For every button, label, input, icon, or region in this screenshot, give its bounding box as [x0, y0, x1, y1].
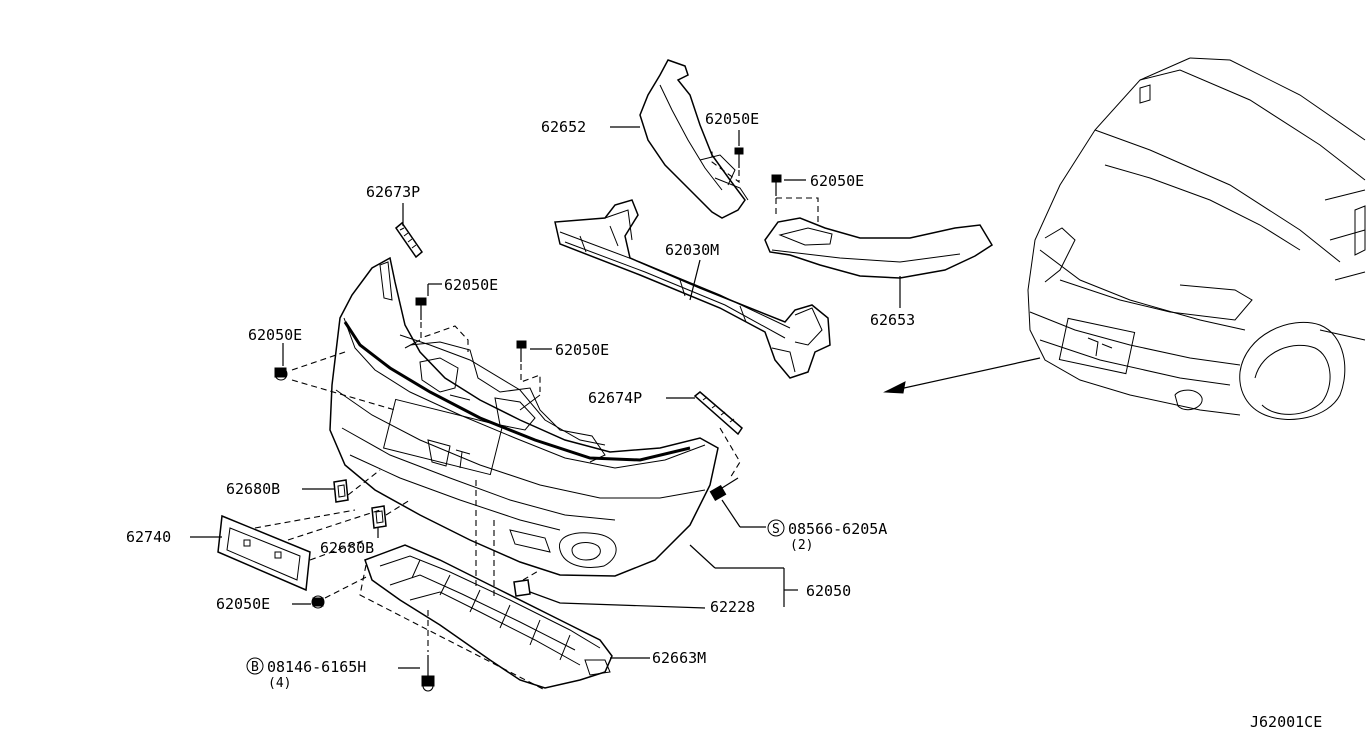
- label-62050E-c: 62050E: [444, 276, 498, 294]
- label-62050E-a: 62050E: [705, 110, 759, 128]
- label-62050: 62050: [806, 582, 851, 600]
- label-62680B-b: 62680B: [320, 539, 374, 557]
- diagram-code: J62001CE: [1250, 713, 1322, 731]
- bolt-08146-6165H: [421, 655, 435, 692]
- label-08566-6205A: 08566-6205A: [788, 520, 887, 538]
- label-62050E-d: 62050E: [555, 341, 609, 359]
- label-08146-qty: (4): [268, 676, 291, 691]
- view-arrow: [883, 357, 1041, 394]
- label-08566-qty: (2): [790, 538, 813, 553]
- clip-62050E-c: [415, 297, 427, 320]
- label-62050E-b: 62050E: [810, 172, 864, 190]
- label-62663M: 62663M: [652, 649, 706, 667]
- clip-62050E-e: [274, 367, 288, 381]
- label-62050E-f: 62050E: [216, 595, 270, 613]
- label-62740: 62740: [126, 528, 171, 546]
- part-62663M-undercover[interactable]: [364, 544, 613, 689]
- badge-s: S: [767, 519, 785, 537]
- badge-s-letter: S: [772, 522, 780, 537]
- label-62652: 62652: [541, 118, 586, 136]
- vehicle-illustration: [1027, 57, 1366, 420]
- clip-62050E-b: [771, 174, 782, 196]
- label-62050E-e: 62050E: [248, 326, 302, 344]
- part-62674P-seal[interactable]: [693, 391, 743, 436]
- part-62652-bracket[interactable]: [639, 59, 749, 219]
- bolt-08566-6205A: [709, 477, 739, 502]
- clip-62050E-a: [734, 147, 744, 168]
- part-62673P-seal[interactable]: [394, 221, 424, 259]
- label-62674P: 62674P: [588, 389, 642, 407]
- part-62740-plate-bracket[interactable]: [217, 514, 311, 592]
- part-62680B-upper[interactable]: [333, 479, 349, 503]
- label-62653: 62653: [870, 311, 915, 329]
- clip-62050E-d: [516, 340, 527, 362]
- part-62050-bumper[interactable]: [329, 256, 719, 577]
- part-62653-bracket[interactable]: [764, 217, 994, 279]
- label-62673P: 62673P: [366, 183, 420, 201]
- label-62228: 62228: [710, 598, 755, 616]
- badge-b-letter: B: [251, 660, 259, 675]
- label-08146-6165H: 08146-6165H: [267, 658, 366, 676]
- part-62680B-lower[interactable]: [371, 505, 387, 529]
- label-62030M: 62030M: [665, 241, 719, 259]
- label-62680B-a: 62680B: [226, 480, 280, 498]
- part-62228[interactable]: [513, 579, 531, 597]
- badge-b: B: [246, 657, 264, 675]
- clip-62050E-f: [311, 595, 325, 609]
